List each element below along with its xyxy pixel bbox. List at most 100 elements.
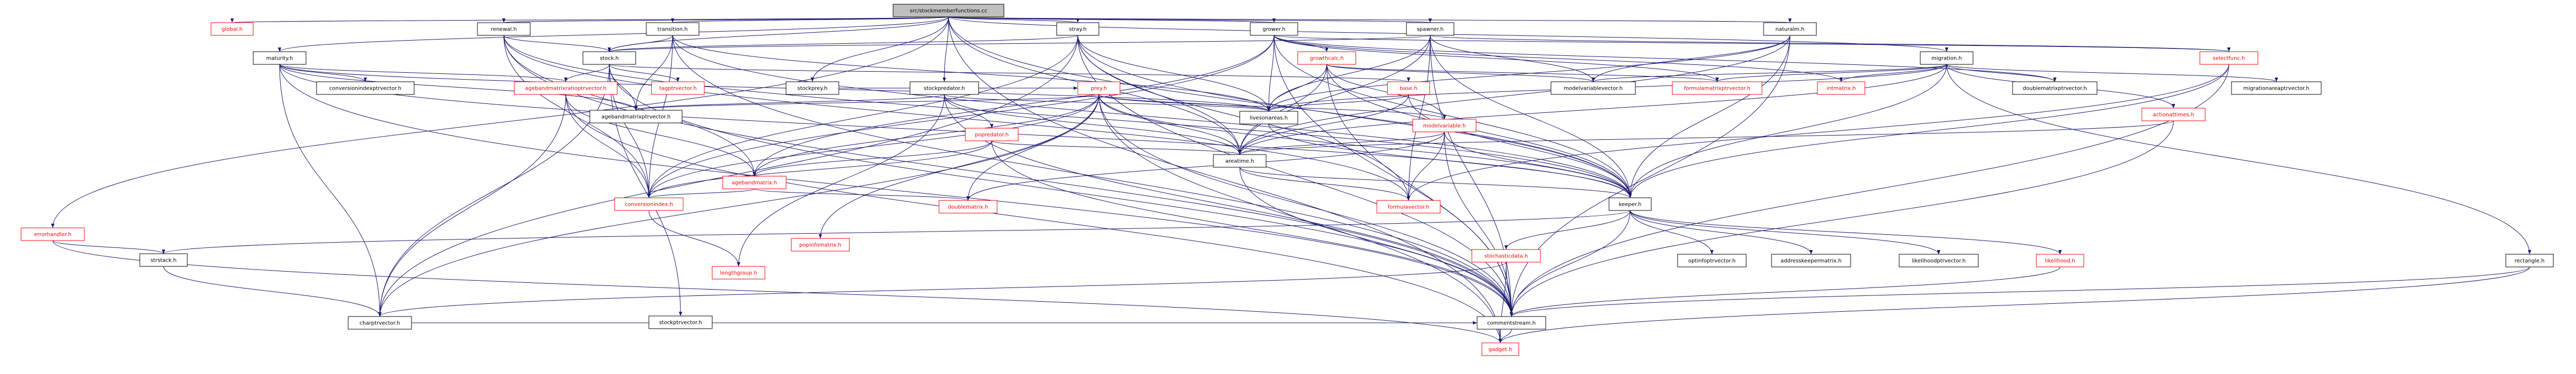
node-likelihood[interactable]: likelihood.h <box>2036 254 2084 267</box>
node-rectangle[interactable]: rectangle.h <box>2505 254 2554 267</box>
node-optinfoptrvector[interactable]: optinfoptrvector.h <box>1677 254 1747 267</box>
edge-line <box>1946 64 2057 82</box>
edge-agebandmatrixratioptrvector-to-charptrvector <box>378 94 566 317</box>
edge-root-to-errorhandler <box>51 16 949 228</box>
node-box <box>2231 81 2322 95</box>
node-gadget[interactable]: gadget.h <box>1481 342 1519 356</box>
node-intmatrix[interactable]: intmatrix.h <box>1817 81 1865 95</box>
node-spawner[interactable]: spawner.h <box>1406 22 1454 36</box>
node-transition[interactable]: transition.h <box>646 22 700 36</box>
node-box <box>1250 22 1298 36</box>
node-lengthgroup[interactable]: lengthgroup.h <box>712 266 765 280</box>
node-doublematrixptrvector[interactable]: doublematrixptrvector.h <box>2012 81 2098 95</box>
edge-line <box>1267 64 1327 112</box>
edge-spawner-to-formulavector <box>1406 35 1431 201</box>
node-tagptrvector[interactable]: tagptrvector.h <box>651 81 705 95</box>
edge-line <box>607 35 673 52</box>
node-stock[interactable]: stock.h <box>582 51 636 65</box>
node-label: maturity.h <box>266 56 293 62</box>
node-box <box>1297 51 1356 65</box>
node-box <box>253 51 307 65</box>
node-formulamatrixptrvector[interactable]: formulamatrixptrvector.h <box>1672 81 1763 95</box>
node-errorhandler[interactable]: errorhandler.h <box>21 227 85 241</box>
edge-line <box>647 94 1099 198</box>
node-areatime[interactable]: areatime.h <box>1213 154 1267 168</box>
node-modelvariable[interactable]: modelvariable.h <box>1412 119 1477 132</box>
node-migrationareaptrvector[interactable]: migrationareaptrvector.h <box>2231 81 2322 95</box>
node-selectfunc[interactable]: selectfunc.h <box>2199 51 2258 65</box>
edge-line <box>1430 35 2230 52</box>
node-box <box>1677 254 1747 267</box>
node-doublematrix[interactable]: doublematrix.h <box>939 200 998 214</box>
edge-prey-to-livesonareas <box>1098 94 1271 112</box>
node-box <box>316 81 415 95</box>
node-strstack[interactable]: strstack.h <box>139 253 188 267</box>
edge-line <box>279 64 638 111</box>
node-naturalm[interactable]: naturalm.h <box>1763 22 1817 36</box>
node-stochasticdata[interactable]: stochasticdata.h <box>1471 249 1541 263</box>
node-box <box>1672 81 1763 95</box>
edge-growthcalc-to-formulamatrixptrvector <box>1326 64 1719 82</box>
node-label: stockpredator.h <box>924 86 965 92</box>
node-label: conversionindex.h <box>625 202 673 208</box>
edge-line <box>1326 64 1514 317</box>
edge-line <box>1430 35 1595 82</box>
node-box <box>939 200 998 214</box>
node-popredator[interactable]: popredator.h <box>965 128 1019 141</box>
edge-line <box>609 64 1410 82</box>
edge-stray-to-conversionindex <box>647 35 1078 198</box>
node-stockptrvector[interactable]: stockptrvector.h <box>648 315 713 329</box>
node-agebandmatrix[interactable]: agebandmatrix.h <box>722 176 787 189</box>
node-label: areatime.h <box>1225 159 1254 165</box>
node-charptrvector[interactable]: charptrvector.h <box>348 316 412 330</box>
node-renewal[interactable]: renewal.h <box>477 22 531 36</box>
node-formulavector[interactable]: formulavector.h <box>1376 200 1441 214</box>
node-keeper[interactable]: keeper.h <box>1608 197 1652 211</box>
node-box <box>1387 81 1430 95</box>
node-global[interactable]: global.h <box>210 22 254 36</box>
edge-transition-to-agebandmatrixptrvector <box>634 35 673 111</box>
node-actionattimes[interactable]: actionattimes.h <box>2141 108 2206 121</box>
node-addresskeepermatrix[interactable]: addresskeepermatrix.h <box>1771 254 1851 267</box>
node-stockprey[interactable]: stockprey.h <box>786 81 839 95</box>
edge-line <box>671 16 949 23</box>
node-stray[interactable]: stray.h <box>1056 22 1099 36</box>
node-maturity[interactable]: maturity.h <box>253 51 307 65</box>
edge-stockpredator-to-popredator <box>944 94 994 129</box>
edge-prey-to-modelvariable <box>1098 94 1446 120</box>
node-likelihoodptrvector[interactable]: likelihoodptrvector.h <box>1899 254 1979 267</box>
node-label: actionattimes.h <box>2153 112 2194 118</box>
node-livesonareas[interactable]: livesonareas.h <box>1239 111 1298 124</box>
edge-grower-to-agebandmatrix <box>752 35 1275 177</box>
edge-spawner-to-keeper <box>1430 35 1632 198</box>
node-box <box>1471 249 1541 263</box>
edge-line <box>672 35 1271 112</box>
node-grower[interactable]: grower.h <box>1250 22 1298 36</box>
node-prey[interactable]: prey.h <box>1077 81 1121 95</box>
node-agebandmatrixratioptrvector[interactable]: agebandmatrixratioptrvector.h <box>514 81 618 95</box>
edge-keeper-to-likelihoodptrvector <box>1630 210 1941 255</box>
node-stockpredator[interactable]: stockpredator.h <box>909 81 979 95</box>
node-commentstream[interactable]: commentstream.h <box>1477 316 1546 330</box>
node-popinfomatrix[interactable]: popinfomatrix.h <box>791 238 850 252</box>
edge-line <box>1946 64 2532 255</box>
edge-growthcalc-to-livesonareas <box>1267 64 1327 112</box>
edge-line <box>1238 64 1947 155</box>
node-agebandmatrixptrvector[interactable]: agebandmatrixptrvector.h <box>589 110 683 123</box>
edge-line <box>752 35 1275 177</box>
edge-stock-to-base <box>609 64 1410 82</box>
edge-line <box>279 64 1270 112</box>
node-migration[interactable]: migration.h <box>1920 51 1974 65</box>
node-label: gadget.h <box>1489 347 1512 353</box>
node-growthcalc[interactable]: growthcalc.h <box>1297 51 1356 65</box>
edge-line <box>648 210 741 267</box>
node-conversionindex[interactable]: conversionindex.h <box>614 197 684 211</box>
edge-spawner-to-selectfunc <box>1430 35 2230 52</box>
edge-line <box>609 64 680 82</box>
edge-stochasticdata-to-charptrvector <box>378 262 1507 317</box>
node-modelvariablevector[interactable]: modelvariablevector.h <box>1550 81 1636 95</box>
node-base[interactable]: base.h <box>1387 81 1430 95</box>
edge-root-to-spawner <box>948 16 1431 23</box>
edge-line <box>1098 94 1242 155</box>
node-conversionindexptrvector[interactable]: conversionindexptrvector.h <box>316 81 415 95</box>
